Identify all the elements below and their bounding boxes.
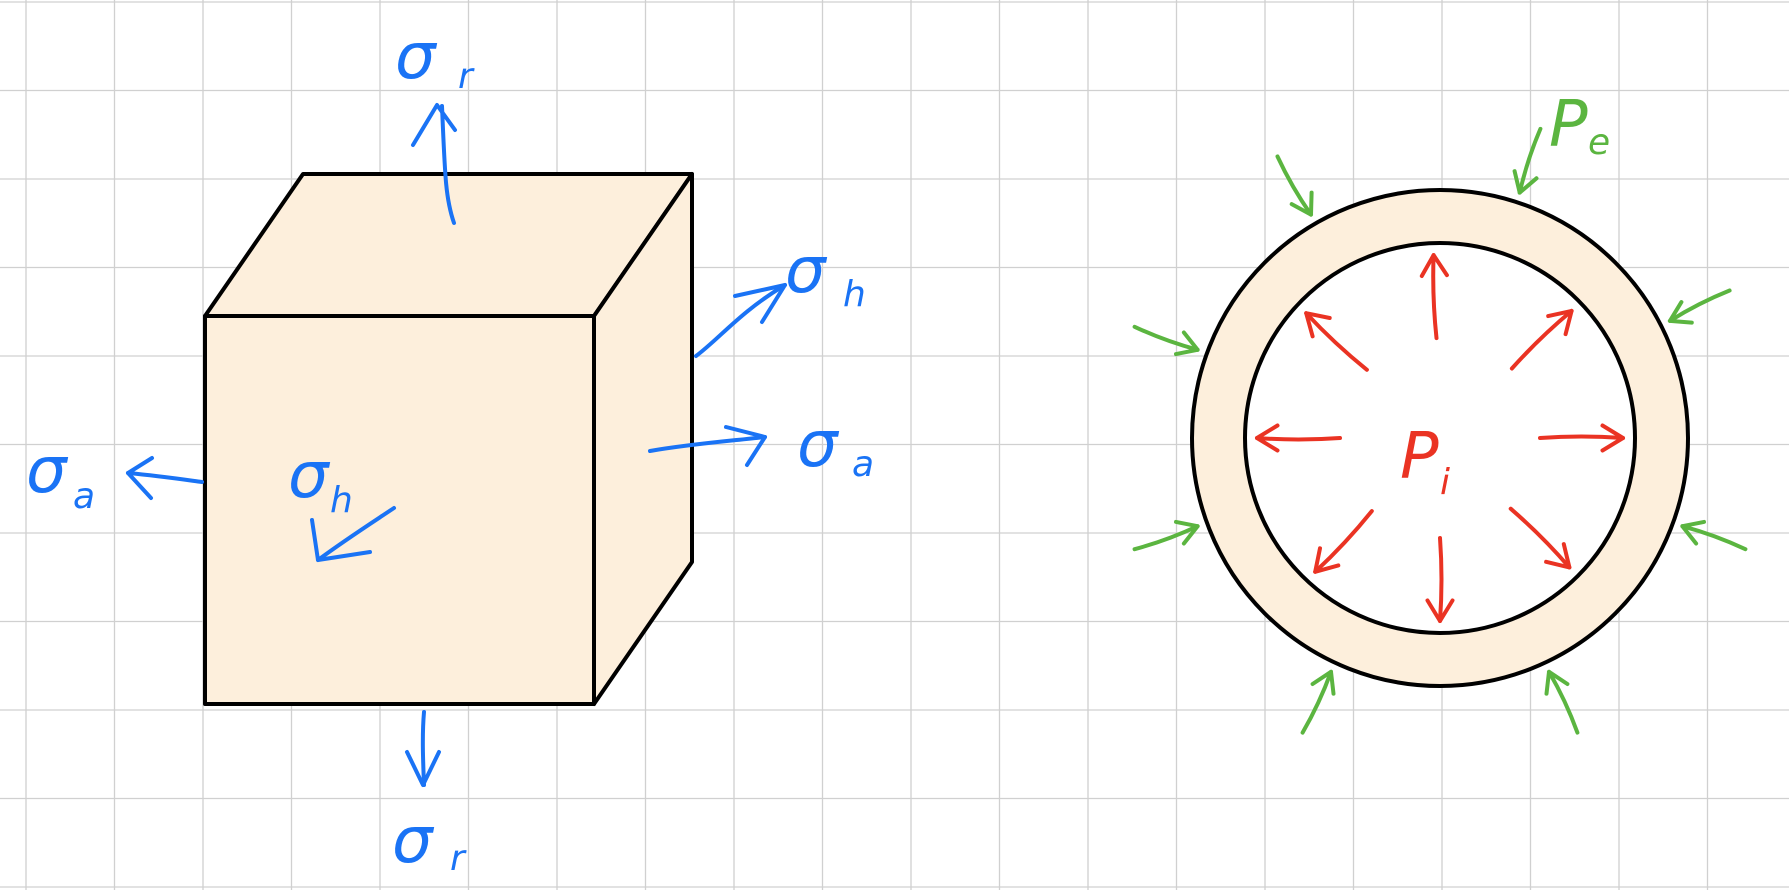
external-pressure-arrow <box>1680 519 1748 552</box>
external-pressure-arrow-head <box>1174 330 1200 357</box>
internal-pressure-arrow <box>1419 253 1449 341</box>
label-external-pressure-symbol: P <box>1549 88 1588 162</box>
external-pressure-arrow <box>1300 669 1336 735</box>
external-pressure-arrow-shaft <box>1680 524 1748 552</box>
arrow-up-head <box>411 103 457 147</box>
external-pressure-arrow-shaft <box>1132 324 1200 352</box>
external-pressure-arrow <box>1132 324 1200 357</box>
external-pressure-arrow-head <box>1680 519 1706 546</box>
internal-pressure-arrow-head <box>1600 423 1625 453</box>
arrow-up-sigma-r <box>440 104 456 225</box>
external-pressure-arrow <box>1512 126 1543 195</box>
external-pressure-arrow-shaft <box>1132 524 1200 552</box>
internal-pressure-arrow-shaft <box>1538 434 1625 440</box>
internal-pressure-arrow-shaft <box>1255 436 1342 442</box>
label-sigma-r-top-subscript: r <box>458 56 475 97</box>
internal-pressure-arrow-shaft <box>1438 536 1444 623</box>
internal-pressure-arrow-shaft <box>1509 308 1574 371</box>
internal-pressure-arrow-shaft <box>1304 311 1369 372</box>
internal-pressure-arrow-head <box>1304 311 1332 339</box>
label-sigma-r-top-symbol: σ <box>395 20 438 94</box>
label-sigma-h-upper-right-symbol: σ <box>785 234 828 308</box>
stress-labels: σ r σ r σ a σ h σ a σ h <box>26 20 874 879</box>
external-pressure-arrow-head <box>1310 669 1336 696</box>
external-pressure-arrow-shaft <box>1517 126 1543 195</box>
internal-pressure-arrow-shaft <box>1431 253 1439 341</box>
label-sigma-a-right-symbol: σ <box>797 408 840 482</box>
label-internal-pressure-symbol: P <box>1400 420 1439 494</box>
internal-pressure-arrow <box>1509 308 1574 371</box>
arrow-upper-right-head <box>733 283 787 324</box>
external-pressure-arrow-shaft <box>1275 154 1313 217</box>
internal-pressure-arrow-shaft <box>1508 506 1572 570</box>
arrow-down-head <box>405 750 441 787</box>
label-sigma-h-upper-right: σ h <box>785 234 866 315</box>
label-sigma-a-right-subscript: a <box>852 444 874 485</box>
label-external-pressure-subscript: e <box>1588 122 1610 163</box>
arrow-right-head <box>724 425 767 467</box>
internal-pressure-arrow <box>1255 423 1342 453</box>
internal-pressure-arrow <box>1508 506 1572 570</box>
internal-pressure-arrow <box>1538 423 1625 453</box>
stress-element-cube <box>203 172 694 706</box>
label-sigma-a-right: σ a <box>797 408 874 485</box>
label-sigma-h-front: σ h <box>288 439 353 521</box>
internal-pressure-arrow-shaft <box>1313 509 1374 574</box>
external-pressure-arrow <box>1667 288 1732 325</box>
label-sigma-a-left-subscript: a <box>73 476 95 517</box>
arrow-front-head <box>310 518 372 562</box>
internal-pressure-arrow-head <box>1419 253 1449 278</box>
external-pressure-arrow <box>1132 519 1200 552</box>
external-pressure-arrow-shaft <box>1547 669 1580 735</box>
external-pressure-arrow-shaft <box>1300 669 1333 735</box>
arrow-left-sigma-a <box>126 471 204 484</box>
label-sigma-r-bottom: σ r <box>392 804 467 879</box>
label-sigma-a-left: σ a <box>26 434 95 517</box>
label-external-pressure: P e <box>1549 88 1610 163</box>
label-sigma-a-left-symbol: σ <box>26 434 69 508</box>
arrow-down-sigma-r <box>420 710 426 787</box>
internal-pressure-arrows <box>1255 253 1625 623</box>
internal-pressure-arrow-head <box>1546 308 1574 337</box>
label-internal-pressure: P i <box>1400 420 1450 503</box>
internal-pressure-arrow <box>1313 509 1374 574</box>
label-sigma-h-front-subscript: h <box>330 480 353 521</box>
internal-pressure-arrow-head <box>1313 546 1341 574</box>
label-sigma-r-bottom-subscript: r <box>450 838 467 879</box>
arrow-front-sigma-h <box>316 506 396 562</box>
internal-pressure-arrow-head <box>1255 423 1280 453</box>
internal-pressure-arrow <box>1425 536 1455 623</box>
external-pressure-arrow <box>1544 669 1580 735</box>
external-pressure-arrow-head <box>1667 300 1694 325</box>
arrow-right-sigma-a <box>648 435 767 453</box>
external-pressure-arrow-head <box>1544 669 1570 696</box>
label-sigma-h-front-symbol: σ <box>288 439 331 513</box>
internal-pressure-arrow-head <box>1544 542 1572 570</box>
external-pressure-arrow <box>1275 154 1314 217</box>
arrow-upper-right-sigma-h <box>694 283 787 358</box>
external-pressure-arrows <box>1132 126 1748 735</box>
label-internal-pressure-subscript: i <box>1440 462 1450 503</box>
cube-front-face <box>203 314 596 706</box>
external-pressure-arrow-shaft <box>1667 288 1732 323</box>
stress-arrows <box>126 103 787 787</box>
label-sigma-r-bottom-symbol: σ <box>392 804 435 878</box>
arrow-left-head <box>126 456 154 500</box>
external-pressure-arrow-head <box>1174 519 1200 546</box>
label-sigma-r-top: σ r <box>395 20 475 97</box>
internal-pressure-arrow <box>1304 311 1369 372</box>
internal-pressure-arrow-head <box>1425 598 1455 623</box>
external-pressure-arrow-head <box>1289 190 1314 217</box>
label-sigma-h-upper-right-subscript: h <box>843 274 866 315</box>
external-pressure-arrow-head <box>1512 169 1539 195</box>
